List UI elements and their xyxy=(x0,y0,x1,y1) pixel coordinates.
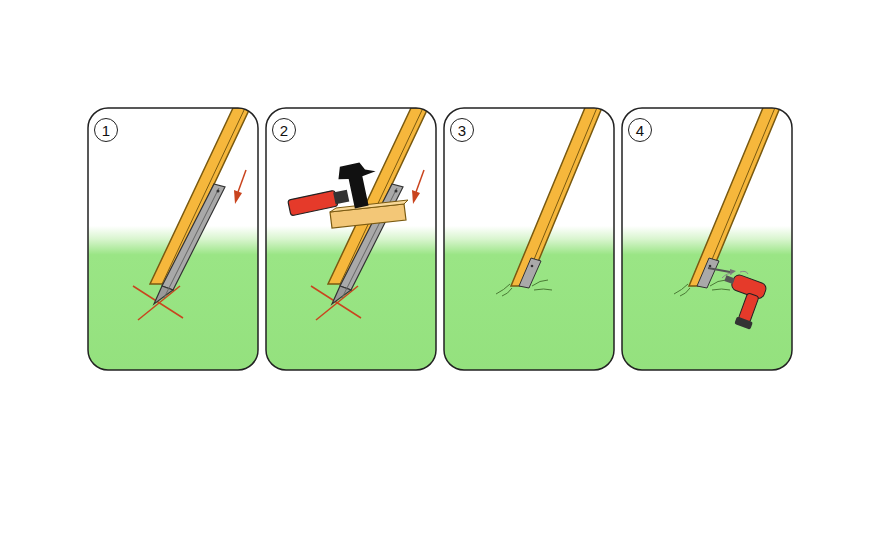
callout-number: 4 xyxy=(628,118,652,142)
callout-text: 4 xyxy=(636,123,644,138)
callout-number: 1 xyxy=(94,118,118,142)
callout-number: 3 xyxy=(450,118,474,142)
callout-text: 2 xyxy=(280,123,288,138)
callout-text: 1 xyxy=(102,123,110,138)
callout-text: 3 xyxy=(458,123,466,138)
callout-number: 2 xyxy=(272,118,296,142)
